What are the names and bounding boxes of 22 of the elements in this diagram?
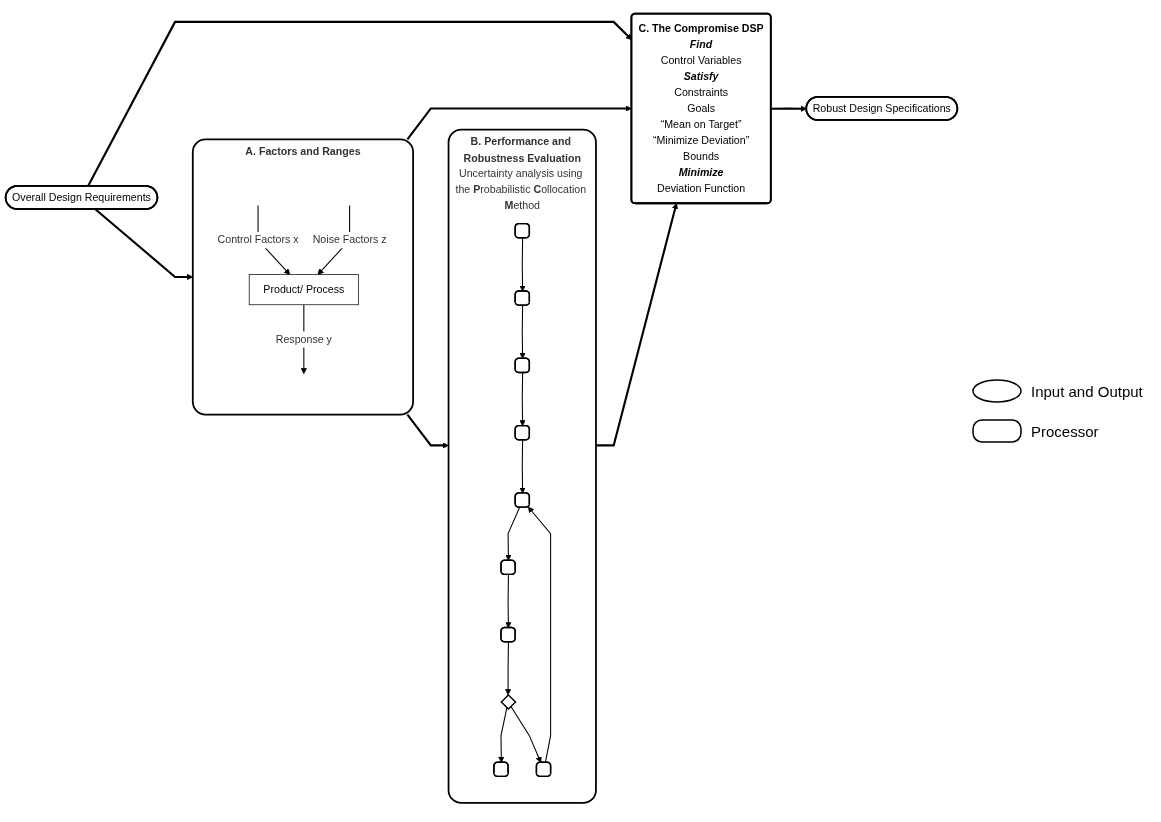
cluster: B. Performance and Robustness Evaluation Uncertainty analysis using the Probabilistic Collocation Method — [447, 128, 597, 804]
node-diamond — [500, 693, 517, 710]
arrow — [510, 705, 542, 763]
arrow — [519, 372, 526, 427]
arrow — [406, 105, 632, 140]
edge-label: Control Factors x — [217, 233, 299, 246]
edge-label: Noise Factors z — [312, 233, 387, 246]
legend-label: Processor — [1031, 422, 1099, 440]
arrow — [504, 641, 512, 695]
arrow — [498, 707, 508, 763]
arrow — [519, 439, 526, 494]
arrow — [771, 105, 807, 112]
arrow — [505, 574, 512, 629]
edge-label: Response y — [275, 332, 332, 345]
legend-label: Input and Output — [1031, 382, 1143, 400]
arrow — [595, 202, 679, 447]
arrow — [519, 304, 526, 359]
arrow — [505, 506, 521, 561]
arrow — [406, 413, 449, 449]
node-box: Product/ Process — [248, 274, 359, 305]
arrow — [519, 237, 526, 292]
arrow — [527, 506, 552, 763]
